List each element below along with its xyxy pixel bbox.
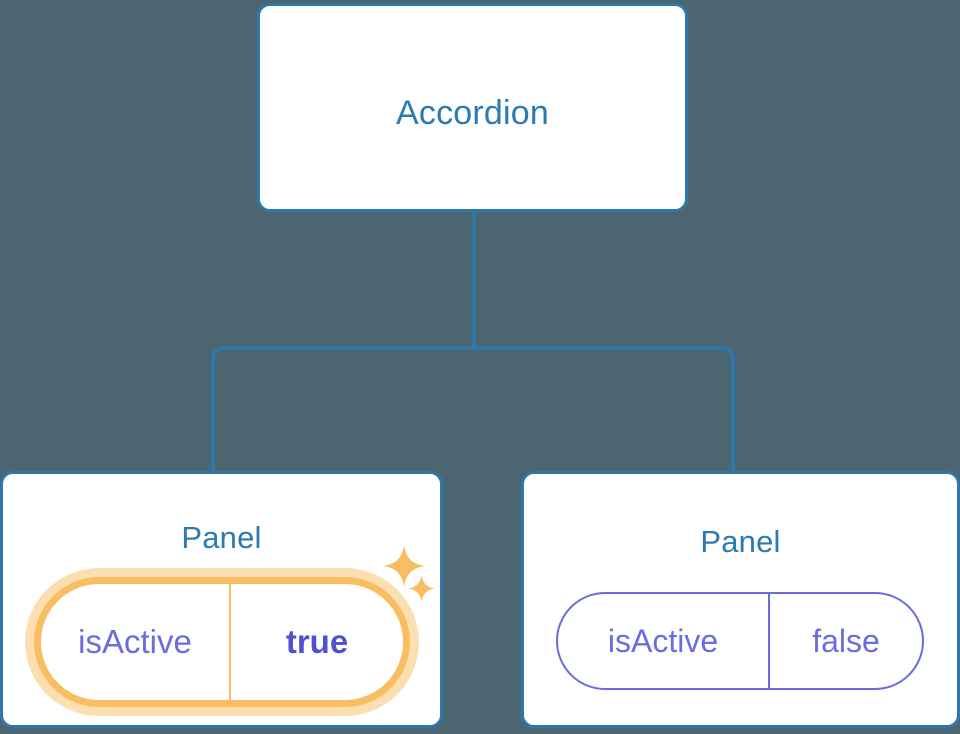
connector-branch-right — [474, 346, 735, 471]
prop-value: false — [812, 622, 880, 659]
node-panel-inactive-title: Panel — [700, 524, 781, 559]
prop-pill-isactive-false[interactable]: isActive false — [556, 592, 924, 690]
node-panel-active-title: Panel — [181, 520, 262, 555]
node-accordion-title: Accordion — [396, 94, 549, 132]
prop-value: true — [285, 623, 349, 660]
prop-key: isActive — [41, 584, 231, 700]
connector-branch-left — [211, 346, 474, 471]
node-accordion[interactable]: Accordion — [257, 3, 688, 212]
prop-pill-isactive-true[interactable]: isActive true — [34, 577, 410, 707]
prop-key: isActive — [558, 594, 770, 688]
